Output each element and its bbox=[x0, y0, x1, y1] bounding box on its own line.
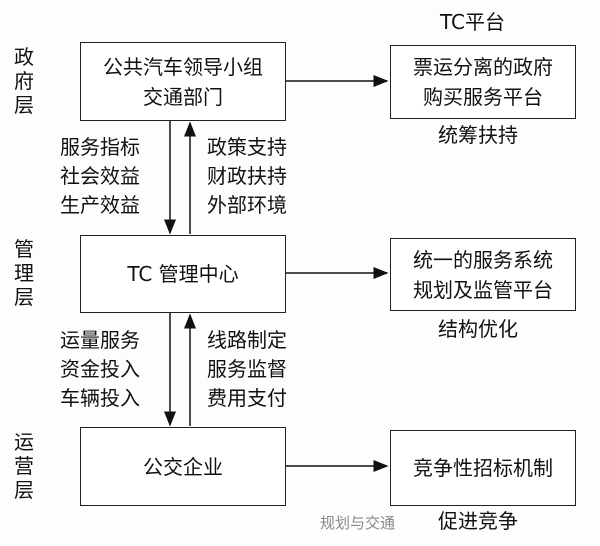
platform-1-line1: 票运分离的政府 bbox=[413, 55, 553, 79]
label-promote-competition: 促进竞争 bbox=[438, 509, 518, 533]
label-overall-support: 统筹扶持 bbox=[438, 123, 518, 147]
tc-platform-title: TC平台 bbox=[440, 10, 506, 34]
platform-box-1: 票运分离的政府购买服务平台 bbox=[390, 45, 576, 119]
watermark: 规划与交通 bbox=[320, 514, 396, 532]
layer-operation: 运营层 bbox=[14, 430, 34, 502]
tc-center-label: TC 管理中心 bbox=[127, 262, 239, 286]
layer-government: 政府层 bbox=[14, 45, 34, 117]
bus-company-label: 公交企业 bbox=[143, 454, 223, 479]
gov-box-line1: 公共汽车领导小组 bbox=[103, 54, 263, 79]
label-gov-up: 政策支持 财政扶持 外部环境 bbox=[207, 135, 287, 217]
platform-3-line1: 竞争性招标机制 bbox=[413, 456, 553, 480]
label-mgmt-up: 线路制定 服务监督 费用支付 bbox=[207, 328, 287, 410]
label-mgmt-down: 运量服务 资金投入 车辆投入 bbox=[60, 328, 140, 410]
gov-box: 公共汽车领导小组交通部门 bbox=[80, 42, 286, 121]
platform-2-line2: 规划及监管平台 bbox=[413, 277, 553, 302]
tc-center-box: TC 管理中心 bbox=[80, 235, 286, 313]
bus-company-box: 公交企业 bbox=[80, 427, 286, 506]
gov-box-line2: 交通部门 bbox=[143, 84, 223, 109]
layer-management: 管理层 bbox=[14, 237, 34, 309]
platform-1-line2: 购买服务平台 bbox=[423, 85, 543, 109]
label-gov-down: 服务指标 社会效益 生产效益 bbox=[60, 135, 140, 217]
platform-box-3: 竞争性招标机制 bbox=[390, 430, 576, 506]
platform-box-2: 统一的服务系统规划及监管平台 bbox=[390, 238, 576, 311]
label-structure-optimization: 结构优化 bbox=[438, 317, 518, 341]
platform-2-line1: 统一的服务系统 bbox=[413, 247, 553, 272]
